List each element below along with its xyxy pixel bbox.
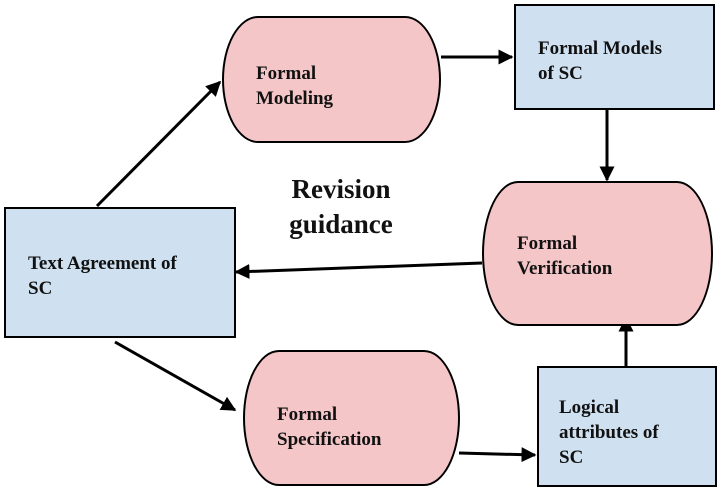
logical-attributes-label-line3: SC <box>559 447 584 468</box>
formal-verification-label-line1: Formal <box>517 233 578 254</box>
formal-modeling-node: Formal Modeling <box>222 16 441 143</box>
text-agreement-label-line1: Text Agreement of <box>28 253 177 274</box>
formal-models-label-line2: of SC <box>538 63 583 84</box>
caption-line2: guidance <box>289 209 393 239</box>
formal-verification-node: Formal Verification <box>482 181 713 326</box>
arrow-specification-to-logical <box>458 447 537 463</box>
formal-modeling-label-line1: Formal <box>256 63 317 84</box>
formal-specification-node: Formal Specification <box>243 350 460 486</box>
text-agreement-label-line2: SC <box>28 278 53 299</box>
formal-models-node: Formal Models of SC <box>514 4 715 110</box>
formal-specification-label-line1: Formal <box>277 404 338 425</box>
formal-modeling-label-line2: Modeling <box>256 88 334 109</box>
caption-line1: Revision <box>291 174 391 204</box>
arrow-verification-to-text <box>234 261 483 280</box>
formal-specification-label-line2: Specification <box>277 429 382 450</box>
formal-verification-label-line2: Verification <box>517 258 613 279</box>
logical-attributes-node: Logical attributes of SC <box>537 366 717 487</box>
text-agreement-node: Text Agreement of SC <box>4 207 236 338</box>
revision-guidance-caption: Revision guidance <box>256 172 426 242</box>
logical-attributes-label-line1: Logical <box>559 397 620 418</box>
arrow-text-to-modeling <box>95 80 222 208</box>
formal-models-label-line1: Formal Models <box>538 38 663 59</box>
arrow-text-to-specification <box>114 340 237 412</box>
logical-attributes-label-line2: attributes of <box>559 422 659 443</box>
